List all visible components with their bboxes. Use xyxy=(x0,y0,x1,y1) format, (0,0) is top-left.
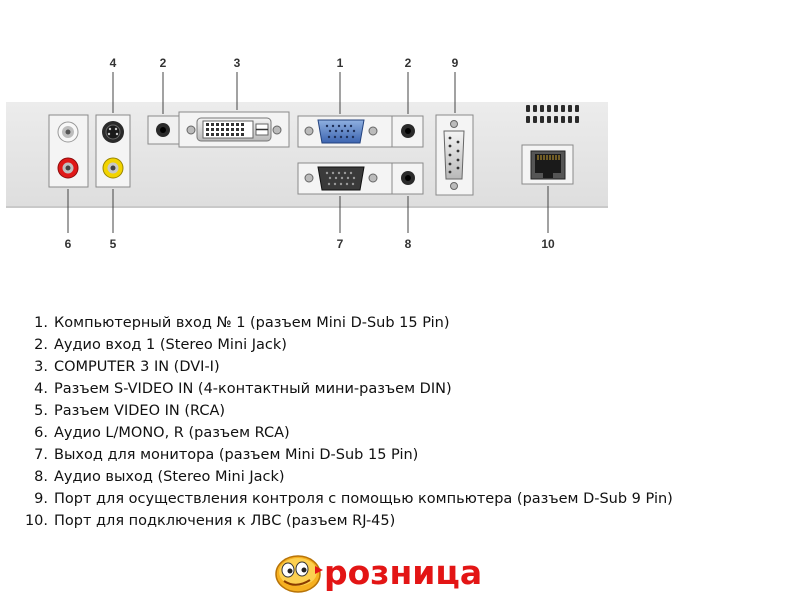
legend-item: 7. Выход для монитора (разъем Mini D-Sub … xyxy=(20,444,673,466)
callout-label: 4 xyxy=(110,56,117,70)
legend-item: 6. Аудио L/MONO, R (разъем RCA) xyxy=(20,422,673,444)
callout-label: 7 xyxy=(337,237,344,251)
monitor-out-group xyxy=(297,162,424,195)
dsub9-control-port xyxy=(435,114,474,196)
legend-number: 5. xyxy=(34,403,48,419)
legend-number: 3. xyxy=(34,359,48,375)
callout-label: 6 xyxy=(65,237,72,251)
legend-text: Порт для подключения к ЛВС (разъем RJ-45… xyxy=(54,513,396,529)
leader-lines xyxy=(67,72,549,233)
connector-panel-diagram: 1 2 3 4 2 9 6 5 7 8 10 xyxy=(6,56,608,251)
legend-number: 4. xyxy=(34,381,48,397)
computer-in-1-group xyxy=(297,115,424,148)
legend-item: 9. Порт для осуществления контроля с помо… xyxy=(20,488,673,510)
logo-text: розница xyxy=(324,553,482,592)
dvi-connector xyxy=(178,111,290,148)
callout-label: 1 xyxy=(337,56,344,70)
legend-number: 10. xyxy=(24,513,48,529)
svideo-video-connector-group xyxy=(95,114,131,188)
legend-number: 1. xyxy=(34,315,48,331)
callout-label: 8 xyxy=(405,237,412,251)
connector-legend-list: 1. Компьютерный вход № 1 (разъем Mini D-S… xyxy=(20,312,673,532)
legend-text: Компьютерный вход № 1 (разъем Mini D-Sub… xyxy=(54,315,450,331)
legend-text: Аудио выход (Stereo Mini Jack) xyxy=(54,469,285,485)
legend-item: 5. Разъем VIDEO IN (RCA) xyxy=(20,400,673,422)
legend-text: COMPUTER 3 IN (DVI-I) xyxy=(54,359,220,375)
rj45-lan-port xyxy=(521,144,574,185)
callout-label: 2 xyxy=(160,56,167,70)
legend-text: Аудио вход 1 (Stereo Mini Jack) xyxy=(54,337,287,353)
callout-label: 5 xyxy=(110,237,117,251)
callout-label: 10 xyxy=(541,237,555,251)
callout-label: 9 xyxy=(452,56,459,70)
logo-mascot-icon xyxy=(275,555,323,593)
legend-item: 10. Порт для подключения к ЛВС (разъем RJ… xyxy=(20,510,673,532)
legend-item: 2. Аудио вход 1 (Stereo Mini Jack) xyxy=(20,334,673,356)
legend-item: 1. Компьютерный вход № 1 (разъем Mini D-S… xyxy=(20,312,673,334)
legend-text: Разъем S-VIDEO IN (4-контактный мини-раз… xyxy=(54,381,452,397)
roznica-logo: розница xyxy=(275,552,483,593)
legend-number: 2. xyxy=(34,337,48,353)
legend-item: 8. Аудио выход (Stereo Mini Jack) xyxy=(20,466,673,488)
audio-rca-connector-group xyxy=(48,114,89,188)
legend-number: 6. xyxy=(34,425,48,441)
callout-label: 3 xyxy=(234,56,241,70)
legend-text: Аудио L/MONO, R (разъем RCA) xyxy=(54,425,290,441)
legend-item: 3. COMPUTER 3 IN (DVI-I) xyxy=(20,356,673,378)
legend-number: 9. xyxy=(34,491,48,507)
callout-label: 2 xyxy=(405,56,412,70)
vent-grille xyxy=(526,105,579,123)
legend-item: 4. Разъем S-VIDEO IN (4-контактный мини-р… xyxy=(20,378,673,400)
legend-text: Выход для монитора (разъем Mini D-Sub 15… xyxy=(54,447,419,463)
legend-number: 8. xyxy=(34,469,48,485)
legend-number: 7. xyxy=(34,447,48,463)
legend-text: Разъем VIDEO IN (RCA) xyxy=(54,403,226,419)
legend-text: Порт для осуществления контроля с помощь… xyxy=(54,491,673,507)
audio-in-jack-1 xyxy=(147,115,180,145)
